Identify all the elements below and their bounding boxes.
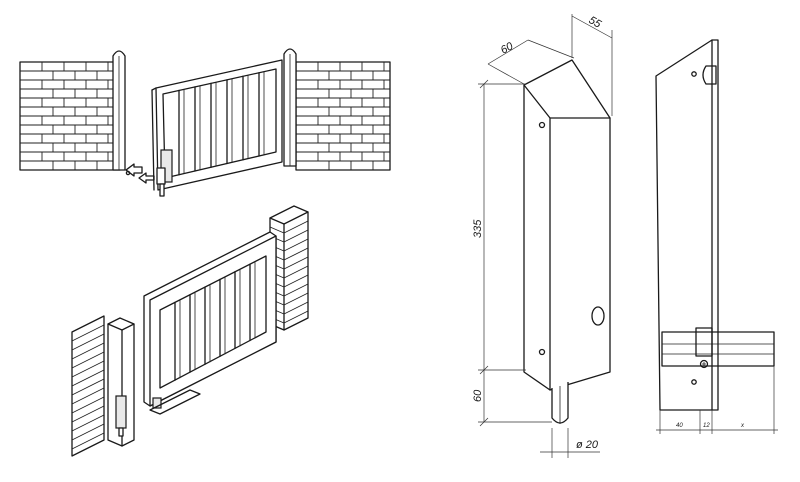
dimension-top-depth: 55 xyxy=(587,14,604,31)
dimension-bottom-a: 40 xyxy=(676,423,683,429)
screw-hole-bottom-icon xyxy=(538,348,546,356)
gate-leaf-open xyxy=(151,59,283,191)
gate-post-right xyxy=(283,48,297,167)
gate-illustration-front xyxy=(19,48,391,197)
side-dimension-lines xyxy=(656,366,778,434)
cross-bar-assembly xyxy=(661,327,775,369)
drop-bolt-actuator-iso xyxy=(115,395,162,437)
drop-bolt-side-view: 40 12 x xyxy=(655,39,778,434)
dimension-lines xyxy=(478,14,613,458)
brick-wall-left xyxy=(19,61,121,171)
side-screw-top-icon xyxy=(691,71,697,77)
gate-frame-iso xyxy=(143,231,277,407)
ground-plate-iso xyxy=(149,389,201,415)
product-body xyxy=(523,59,611,391)
bolt-pin xyxy=(551,382,569,424)
keyhole-icon xyxy=(591,306,605,326)
gate-post-left xyxy=(112,50,126,171)
cross-screw-icon xyxy=(699,359,709,369)
brick-wall-left-iso xyxy=(71,315,105,457)
floor-keeper-arrows xyxy=(125,163,155,184)
screw-hole-top-icon xyxy=(538,121,546,129)
drop-bolt-actuator-small xyxy=(156,149,173,197)
gate-illustration-isometric xyxy=(71,205,309,457)
drop-bolt-product-view: 60 55 335 60 ø 20 xyxy=(472,14,613,458)
side-screw-bottom-icon xyxy=(691,379,697,385)
dimension-foot-height: 60 xyxy=(472,389,484,402)
dimension-top-width: 60 xyxy=(499,40,516,57)
dimension-pin-diameter: ø 20 xyxy=(576,439,599,451)
dimension-body-height: 335 xyxy=(472,219,484,238)
brick-wall-right xyxy=(295,61,391,171)
dimension-bottom-c: x xyxy=(740,423,745,429)
dimension-bottom-b: 12 xyxy=(703,423,710,429)
